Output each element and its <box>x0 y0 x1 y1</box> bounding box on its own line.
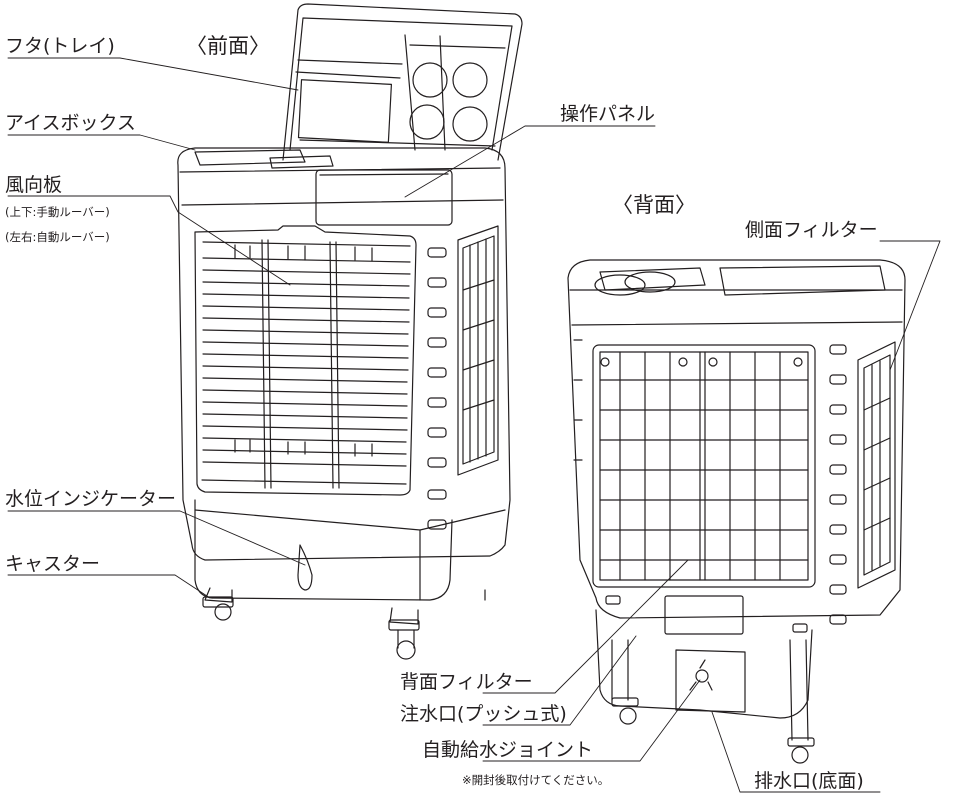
back-filter-label: 背面フィルター <box>400 671 533 693</box>
back-side-slots <box>829 344 847 625</box>
louver-slats <box>202 244 411 467</box>
back-filter-grid <box>599 351 809 581</box>
control-panel-label: 操作パネル <box>560 103 656 125</box>
front-casters <box>202 587 486 660</box>
front-view-title: 〈前面〉 <box>186 34 270 58</box>
lid-label: フタ(トレイ) <box>5 35 115 57</box>
leader-lines <box>7 57 941 793</box>
water-level-indicator-label: 水位インジケーター <box>5 488 177 510</box>
side-slots <box>427 247 447 530</box>
front-unit-drawing <box>177 3 523 660</box>
louver-note-horizontal: (左右:自動ルーバー) <box>5 230 110 244</box>
water-inlet-label: 注水口(プッシュ式) <box>400 703 567 725</box>
lid-drawing <box>282 3 523 161</box>
joint-install-note: ※開封後取付けてください。 <box>462 773 610 787</box>
back-view-title: 〈背面〉 <box>612 193 696 217</box>
louver-note-vertical: (上下:手動ルーバー) <box>5 205 110 219</box>
caster-label: キャスター <box>5 553 101 575</box>
side-filter-label: 側面フィルター <box>745 219 878 241</box>
auto-water-joint-label: 自動給水ジョイント <box>422 739 594 761</box>
drain-label: 排水口(底面) <box>754 770 864 792</box>
icebox-label: アイスボックス <box>5 112 136 134</box>
back-unit-drawing <box>567 259 906 764</box>
louver-label: 風向板 <box>5 174 63 196</box>
